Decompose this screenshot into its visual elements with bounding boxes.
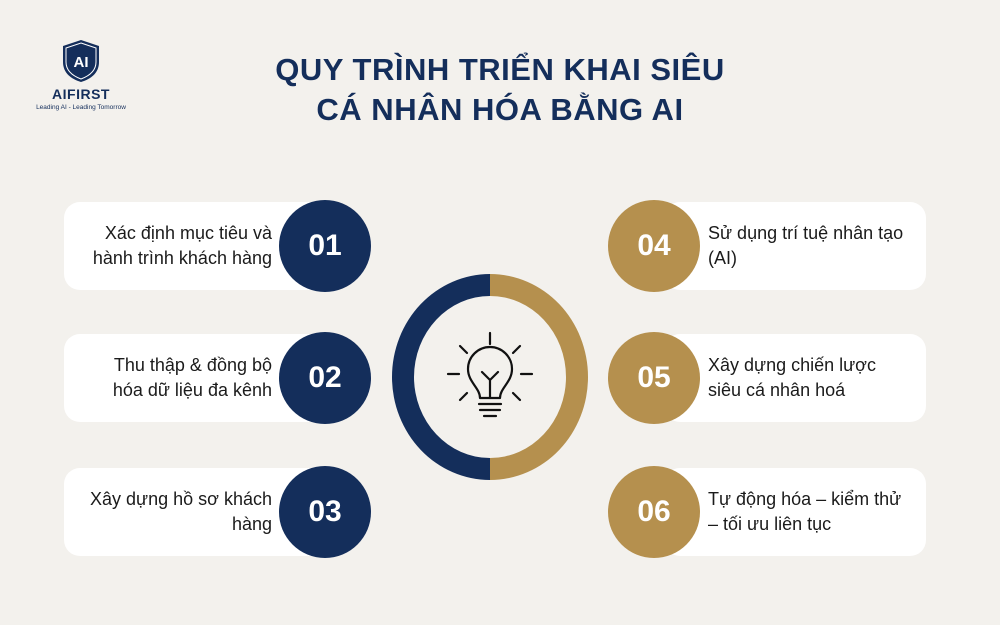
center-ring [392,274,588,480]
step-number-04: 04 [608,200,700,292]
title-line-2: CÁ NHÂN HÓA BẰNG AI [316,92,684,127]
brand-name: AIFIRST [52,86,110,102]
lightbulb-icon [446,331,534,418]
step-card-04: Sử dụng trí tuệ nhân tạo (AI) [664,202,926,290]
step-number-02: 02 [279,332,371,424]
step-number-01: 01 [279,200,371,292]
step-text-02: Thu thập & đồng bộ hóa dữ liệu đa kênh [112,355,272,400]
ring-left-half [392,274,490,480]
shield-logo-icon: AI [63,40,99,82]
step-number-03: 03 [279,466,371,558]
step-card-03: Xây dựng hồ sơ khách hàng [64,468,326,556]
step-card-05: Xây dựng chiến lược siêu cá nhân hoá [664,334,926,422]
page-title: QUY TRÌNH TRIỂN KHAI SIÊU CÁ NHÂN HÓA BẰ… [230,50,770,130]
logo-mark-text: AI [74,54,89,71]
step-card-06: Tự động hóa – kiểm thử – tối ưu liên tục [664,468,926,556]
brand-tagline: Leading AI - Leading Tomorrow [36,104,126,111]
step-text-03: Xây dựng hồ sơ khách hàng [90,489,272,534]
step-number-06: 06 [608,466,700,558]
step-text-04: Sử dụng trí tuệ nhân tạo (AI) [708,223,904,268]
step-text-06: Tự động hóa – kiểm thử – tối ưu liên tục [708,489,902,534]
step-text-05: Xây dựng chiến lược siêu cá nhân hoá [708,355,876,400]
ring-right-half [490,274,588,480]
title-line-1: QUY TRÌNH TRIỂN KHAI SIÊU [275,52,725,87]
step-text-01: Xác định mục tiêu và hành trình khách hà… [92,223,272,268]
brand-logo: AI AIFIRST Leading AI - Leading Tomorrow [26,38,136,111]
step-number-05: 05 [608,332,700,424]
